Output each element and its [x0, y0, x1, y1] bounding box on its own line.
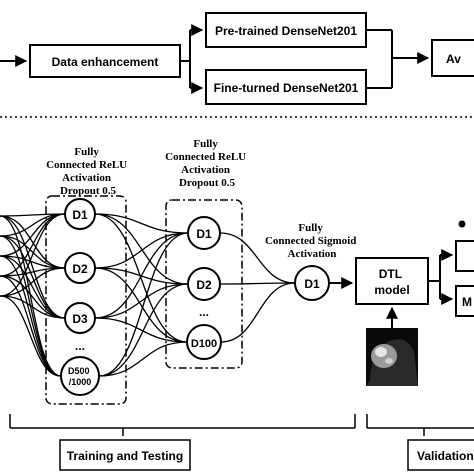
- average-label: Av: [446, 52, 461, 66]
- edge-6: [0, 235, 66, 319]
- edge-23: [94, 232, 189, 269]
- edge-19: [0, 295, 62, 377]
- average-box: [431, 39, 474, 77]
- output-node-label: D1: [304, 277, 320, 291]
- layer1-node-d2-label: D2: [72, 262, 88, 276]
- edge-25: [94, 267, 188, 343]
- layer2-caption-line1: Fully: [193, 138, 218, 150]
- edge-2: [0, 215, 66, 319]
- layer2-caption: Fully Connected ReLU Activation Dropout …: [165, 138, 249, 189]
- data-enhancement-label: Data enhancement: [52, 55, 159, 69]
- training-testing-label: Training and Testing: [67, 449, 183, 463]
- layer2-node-d1-label: D1: [196, 227, 212, 241]
- edge-29: [98, 232, 189, 377]
- layer2-node-d100: [186, 324, 222, 360]
- layer1-node-d2: [64, 252, 96, 284]
- layer1-caption-line3: Activation: [62, 172, 111, 184]
- layer2-node-d2: [187, 267, 221, 301]
- layer1-node-d1-label: D1: [72, 208, 88, 222]
- right-partial-box-bottom: [455, 285, 474, 317]
- validation-bracket: [366, 414, 474, 436]
- finetuned-box: [205, 69, 367, 105]
- layer1-caption-line1: Fully: [74, 146, 99, 158]
- training-testing-box: [59, 439, 191, 471]
- layer1-caption: Fully Connected ReLU Activation Dropout …: [46, 146, 130, 197]
- dtl-model-label: DTL model: [374, 267, 409, 297]
- layer1-node-dlast-line1: D500: [68, 366, 90, 376]
- layer1-caption-line2: Connected ReLU: [46, 159, 127, 171]
- layer2-caption-line4: Dropout 0.5: [179, 177, 236, 189]
- layer2-node-d2-label: D2: [196, 278, 212, 292]
- layer1-frame: [45, 195, 127, 405]
- layer2-node-d1: [187, 216, 221, 250]
- edge-26: [94, 232, 189, 319]
- validation-box: [407, 439, 474, 471]
- edge-1: [0, 215, 66, 269]
- layer1-node-dlast: [60, 356, 100, 396]
- mri-lesion-core: [375, 347, 387, 357]
- edge-34: [220, 282, 296, 343]
- dtl-model-line2: model: [374, 283, 409, 297]
- dtl-model-box: [355, 257, 429, 305]
- right-partial-box-top: [455, 240, 474, 272]
- training-testing-bracket: [9, 414, 356, 436]
- edge-31: [98, 341, 188, 377]
- edge-10: [0, 255, 66, 319]
- right-partial-label-bottom: M: [462, 295, 472, 309]
- edge-32: [219, 232, 296, 284]
- layer1-node-d1: [64, 198, 96, 230]
- layer1-node-dlast-label: D500 /1000: [68, 366, 92, 387]
- edge-30: [98, 283, 189, 377]
- layer1-nodes: D1 D2 D3 ... D500 /1000: [60, 198, 100, 396]
- edge-22: [94, 213, 188, 343]
- finetuned-label: Fine-turned DenseNet201: [214, 81, 359, 95]
- edge-27: [94, 283, 189, 319]
- output-caption-line1: Fully: [298, 222, 323, 234]
- edge-14: [0, 275, 66, 319]
- layer1-caption-line4: Dropout 0.5: [60, 185, 117, 197]
- pretrained-label: Pre-trained DenseNet201: [215, 24, 357, 38]
- mri-thumbnail: [366, 328, 418, 386]
- mri-lesion-spot: [385, 358, 393, 364]
- right-partial-dot: [458, 220, 466, 228]
- output-caption-line2: Connected Sigmoid: [265, 235, 356, 247]
- edge-15: [0, 275, 62, 377]
- output-node-group: D1: [294, 265, 330, 301]
- layer2-caption-line2: Connected ReLU: [165, 151, 246, 163]
- edge-18: [0, 295, 66, 319]
- layer2-caption-line3: Activation: [181, 164, 230, 176]
- top-pipeline: Data enhancement Pre-trained DenseNet201…: [0, 12, 474, 105]
- network-edges: [0, 213, 296, 377]
- validation-label: Validation: [417, 449, 474, 463]
- layer1-node-d3: [64, 302, 96, 334]
- edge-17: [0, 267, 66, 297]
- layer1-node-d3-label: D3: [72, 312, 88, 326]
- edge-21: [94, 213, 189, 285]
- output-caption-line3: Activation: [288, 248, 337, 260]
- layer1-node-dlast-line2: /1000: [69, 377, 92, 387]
- layer2-ellipsis: ...: [199, 305, 209, 319]
- edge-16: [0, 213, 66, 297]
- layer1-ellipsis: ...: [75, 339, 85, 353]
- layer2-node-d100-label: D100: [191, 338, 217, 350]
- edge-20: [94, 213, 189, 234]
- edge-11: [0, 255, 62, 377]
- edge-28: [94, 317, 188, 343]
- layer2-nodes: D1 D2 ... D100: [186, 216, 222, 360]
- dtl-model-line1: DTL: [379, 267, 402, 281]
- output-caption: Fully Connected Sigmoid Activation: [265, 222, 359, 260]
- edge-33: [219, 282, 296, 285]
